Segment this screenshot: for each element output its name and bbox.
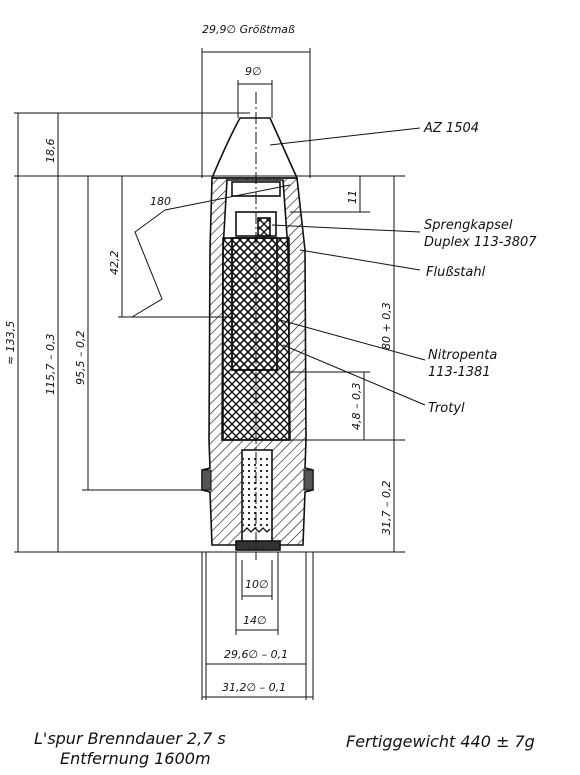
leader-detonator	[271, 224, 421, 233]
dim-base-inner-diameter: 10∅	[245, 578, 269, 591]
leader-trotyl	[282, 344, 426, 406]
leader-lines	[269, 127, 426, 406]
label-fuze: AZ 1504	[423, 121, 479, 136]
projectile-section	[201, 117, 314, 551]
label-steel: Flußstahl	[426, 265, 486, 280]
dim-angle: 180	[150, 195, 171, 208]
dim-cavity-depth: 42,2	[108, 251, 121, 276]
leader-steel	[299, 249, 421, 271]
dim-nose-length: 18,6	[44, 139, 57, 164]
label-detonator-line1: Sprengkapsel	[424, 218, 513, 233]
dim-gap-length: 4,8 – 0,3	[350, 383, 363, 430]
nitropenta-pellet	[231, 237, 278, 371]
label-explosive-line2: 113-1381	[428, 365, 491, 380]
dim-base-outer-diameter: 14∅	[243, 614, 267, 627]
footer-range: Entfernung 1600m	[60, 749, 211, 768]
dim-body-length: 115,7 – 0,3	[44, 334, 57, 395]
dim-nitropenta-length: 80 + 0,3	[380, 302, 393, 350]
rotating-band-right	[303, 469, 314, 491]
tracer-composition	[243, 456, 271, 530]
dim-base-length: 31,7 – 0,2	[380, 481, 393, 535]
footer-finished-weight: Fertiggewicht 440 ± 7g	[346, 732, 535, 751]
dim-overall-length: ≈ 133,5	[4, 321, 17, 365]
leader-fuze	[269, 127, 421, 146]
fuze-nose	[210, 117, 299, 179]
leader-nitropenta	[279, 319, 426, 361]
dim-tip-diameter: 9∅	[245, 65, 262, 78]
dim-charge-length: 95,5 – 0,2	[74, 331, 87, 385]
detonator-core	[257, 217, 271, 237]
footer-tracer-burn: L'spur Brenndauer 2,7 s	[34, 729, 226, 748]
dim-band-diameter: 29,6∅ – 0,1	[224, 648, 288, 661]
label-explosive-line1: Nitropenta	[428, 348, 497, 363]
label-detonator-line2: Duplex 113-3807	[424, 235, 537, 250]
tracer-seal	[242, 527, 271, 533]
dim-rotating-band-diameter: 31,2∅ – 0,1	[222, 681, 286, 694]
base-plate	[235, 540, 281, 551]
dim-detonator-height: 11	[346, 190, 359, 204]
dimension-lines	[14, 48, 405, 700]
rotating-band-left	[201, 469, 212, 491]
label-filler: Trotyl	[428, 401, 465, 416]
dim-max-diameter: 29,9∅ Größtmaß	[202, 23, 295, 36]
